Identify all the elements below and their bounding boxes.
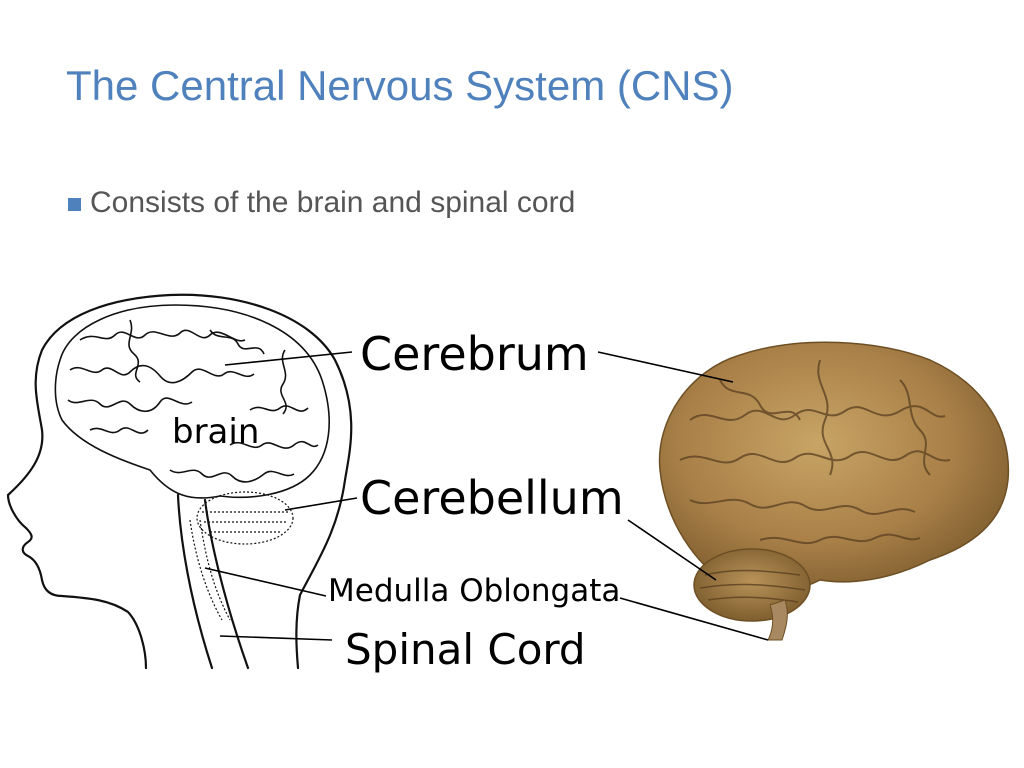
cerebrum-pointer-left <box>224 351 353 366</box>
medulla-oblongata-label: Medulla Oblongata <box>328 573 620 609</box>
spinal-cord-pointer <box>219 635 333 641</box>
cerebellum-drawing <box>189 491 294 621</box>
bullet-text: Consists of the brain and spinal cord <box>90 186 576 219</box>
slide-title: The Central Nervous System (CNS) <box>66 62 734 109</box>
cerebellum-label: Cerebellum <box>360 471 624 525</box>
brain-photo <box>658 341 1010 641</box>
cerebrum-pointer-right <box>597 351 734 383</box>
brain-drawing <box>54 304 330 499</box>
brain-label: brain <box>172 412 259 452</box>
head-profile-line <box>6 293 353 670</box>
spinal-column-left <box>176 493 214 670</box>
cerebrum-label: Cerebrum <box>360 327 589 381</box>
spinal-column-right <box>203 498 250 670</box>
cerebellum-photo-folds <box>699 569 806 603</box>
medulla-pointer-right <box>619 597 769 641</box>
bullet-item: Consists of the brain and spinal cord <box>68 186 575 220</box>
bullet-square-icon <box>68 197 81 211</box>
pointer-lines <box>204 351 769 641</box>
brainstem-photo <box>767 599 788 641</box>
cerebrum-photo-folds <box>679 359 951 545</box>
cerebellum-pointer-left <box>284 497 358 511</box>
medulla-pointer-left <box>204 567 327 597</box>
head-outline-drawing <box>6 293 353 670</box>
spinal-cord-label: Spinal Cord <box>345 625 586 674</box>
cerebrum-photo <box>658 341 1010 595</box>
cerebrum-outline <box>54 304 330 499</box>
cerebellum-pointer-right <box>627 519 717 581</box>
